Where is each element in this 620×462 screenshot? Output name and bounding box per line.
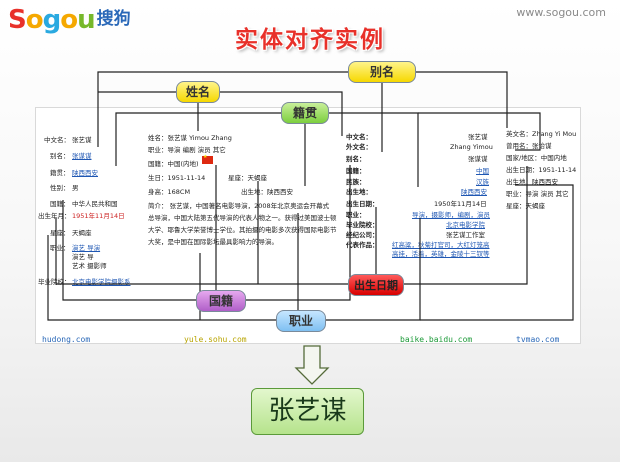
c4-r2: 国家/地区：中国内地: [506, 154, 567, 162]
tag-bieming: 别名: [348, 61, 416, 83]
c2-intro-0: 简介： 张艺谋，中国著名电影导演，2008年北京奥运会开幕式: [148, 202, 330, 210]
tag-jiguan: 籍贯: [281, 102, 329, 124]
c3-k9: 经纪公司：: [346, 231, 379, 239]
c1-v6: 天蝎座: [72, 229, 92, 237]
c1-v0: 张艺谋: [72, 136, 92, 144]
china-flag-icon: [202, 154, 213, 164]
c1-k3: 性别：: [50, 184, 70, 192]
c2-intro-1: 总导演，中国大陆第五代导演的代表人物之一。获得过美国波士顿: [148, 214, 337, 222]
c3-k10: 代表作品：: [346, 241, 379, 249]
c1-k6: 星座：: [50, 229, 70, 237]
c3-k6: 出生日期：: [346, 200, 379, 208]
jiguan-line-far: [418, 112, 541, 151]
c3-k0: 中文名：: [346, 133, 372, 141]
c2-height: 身高：168CM: [148, 188, 191, 196]
c3-v0: 张艺谋: [468, 133, 488, 141]
c2-intro-3: 大奖，是中国在国际影坛最具影响力的导演。: [148, 238, 278, 246]
c2-birth: 生日：1951-11-14: [148, 174, 206, 182]
c3-v5[interactable]: 陕西西安: [461, 188, 487, 196]
c2-country: 国籍：中国(内地): [148, 160, 199, 168]
c1-v8: 演艺 导: [72, 253, 94, 261]
c1-v5: 1951年11月14日: [72, 212, 125, 220]
logo-wordmark: Sogou: [8, 5, 96, 35]
jiguan-line-left: [115, 112, 281, 166]
c2-job: 职业：导演 编剧 演员 其它: [148, 146, 226, 154]
guoji-line-left: [62, 200, 196, 301]
site-url: www.sogou.com: [516, 6, 606, 19]
c1-v1[interactable]: 张谋谋: [72, 152, 92, 160]
c1-v3: 男: [72, 184, 79, 192]
xingming-line-right: [220, 91, 343, 136]
c3-v7[interactable]: 导演，摄影师，编剧，演员: [412, 211, 490, 219]
c4-r3: 出生日期：1951-11-14: [506, 166, 577, 174]
c3-v3[interactable]: 中国: [476, 167, 489, 175]
c1-k2: 籍贯：: [50, 169, 70, 177]
c4-r1: 曾用名：张诒谋: [506, 142, 552, 150]
c1-k5: 出生年月：: [38, 212, 71, 220]
c2-intro-2: 大学、耶鲁大学荣誉博士学位。其拍摄的电影多次获得国际电影节: [148, 226, 337, 234]
c4-r0: 英文名：Zhang Yi Mou: [506, 130, 577, 138]
slide-title: 实体对齐实例: [235, 27, 385, 53]
down-arrow-icon: [294, 345, 330, 385]
bieming-line-right: [416, 71, 508, 128]
c3-v11[interactable]: 高挂，活着，英雄，金陵十三钗等: [392, 250, 490, 258]
chusheng-line-right: [404, 166, 528, 285]
tag-guoji: 国籍: [196, 290, 246, 312]
guoji-line-right: [246, 165, 351, 301]
c2-name: 姓名：张艺谋 Yimou Zhang: [148, 134, 232, 142]
c3-v4[interactable]: 汉族: [476, 178, 489, 186]
zhiye-line-right: [326, 218, 421, 321]
c3-k2: 别名：: [346, 155, 366, 163]
c3-v2: 张谋谋: [468, 155, 488, 163]
site-baidu[interactable]: baike.baidu.com: [400, 335, 473, 344]
c1-k10: 毕业院校：: [38, 278, 71, 286]
c3-k4: 民族：: [346, 178, 366, 186]
result-entity-box: 张艺谋: [251, 388, 364, 435]
c3-v6: 1950年11月14日: [434, 200, 487, 208]
c1-k4: 国籍：: [50, 200, 70, 208]
c1-v10[interactable]: 北京电影学院摄影系: [72, 278, 131, 286]
site-hudong[interactable]: hudong.com: [42, 335, 91, 344]
c3-v1: Zhang Yimou: [450, 143, 493, 151]
c1-v9: 艺术 摄影师: [72, 262, 107, 270]
c1-v7[interactable]: 演艺 导演: [72, 244, 101, 252]
c2-place: 出生地：陕西西安: [241, 188, 293, 196]
c2-star: 星座：天蝎座: [228, 174, 267, 182]
logo-cn: 搜狗: [96, 9, 131, 29]
comparison-panel: 中文名：张艺谋 别名：张谋谋 籍贯：陕西西安 性别：男 国籍：中华人民共和国 出…: [35, 107, 581, 344]
c4-r4: 出生地：陕西西安: [506, 178, 558, 186]
tag-zhiye: 职业: [276, 310, 326, 332]
zhiye-line-far: [420, 184, 574, 321]
c4-r6: 星座：天蝎座: [506, 202, 545, 210]
c3-k3: 国籍：: [346, 167, 366, 175]
c3-k7: 职业：: [346, 211, 366, 219]
site-tvmao[interactable]: tvmao.com: [516, 335, 560, 344]
c3-v9: 张艺谋工作室: [446, 231, 485, 239]
c3-v10[interactable]: 红高粱，秋菊打官司，大红灯笼高: [392, 241, 490, 249]
bieming-line-left: [97, 71, 348, 147]
c1-k7: 职业：: [50, 244, 70, 252]
c3-k5: 出生地：: [346, 188, 372, 196]
c3-k8: 毕业院校：: [346, 221, 379, 229]
c3-v8[interactable]: 北京电影学院: [446, 221, 485, 229]
chusheng-line-left: [55, 218, 348, 285]
site-sohu[interactable]: yule.sohu.com: [184, 335, 247, 344]
c4-r5: 职业：导演 演员 其它: [506, 190, 569, 198]
c1-k1: 别名：: [50, 152, 70, 160]
c1-v2[interactable]: 陕西西安: [72, 169, 98, 177]
c1-v4: 中华人民共和国: [72, 200, 118, 208]
tag-xingming: 姓名: [176, 81, 220, 103]
c1-k0: 中文名：: [44, 136, 70, 144]
c3-k1: 外文名：: [346, 143, 372, 151]
tag-chusheng: 出生日期: [348, 274, 404, 296]
